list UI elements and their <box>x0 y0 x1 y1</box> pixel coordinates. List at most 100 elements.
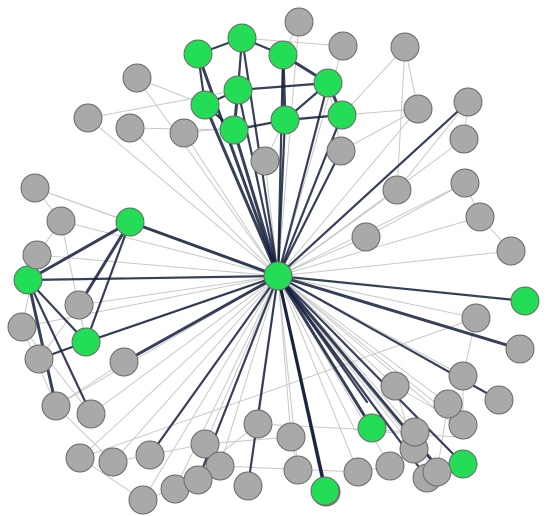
highlighted-node <box>13 265 43 295</box>
graph-node <box>41 391 71 421</box>
weak-edge <box>241 37 344 47</box>
graph-node <box>233 471 263 501</box>
strong-edge <box>232 128 280 278</box>
graph-node <box>276 422 306 452</box>
weak-edge <box>396 101 469 191</box>
strong-edge <box>203 103 280 278</box>
graph-node <box>453 87 483 117</box>
graph-node <box>183 465 213 495</box>
graph-node <box>22 240 52 270</box>
weak-edge <box>79 317 477 459</box>
graph-node <box>433 389 463 419</box>
strong-edge <box>276 100 470 278</box>
graph-node <box>380 371 410 401</box>
strong-edge <box>276 274 328 494</box>
graph-node <box>448 410 478 440</box>
weak-edge <box>340 108 419 152</box>
strong-edge <box>26 278 58 408</box>
weak-edge <box>142 275 279 501</box>
graph-node <box>328 31 358 61</box>
weak-edge <box>21 326 92 415</box>
graph-node <box>343 457 373 487</box>
weak-edge <box>79 275 279 459</box>
highlighted-node <box>268 40 298 70</box>
graph-node <box>450 168 480 198</box>
strong-edge <box>26 274 280 282</box>
highlighted-node <box>223 75 253 105</box>
weak-edge <box>277 275 477 319</box>
highlighted-node <box>190 90 220 120</box>
graph-node <box>169 118 199 148</box>
highlighted-node <box>219 115 249 145</box>
graph-node <box>382 175 412 205</box>
weak-edge <box>129 127 279 277</box>
graph-node <box>73 103 103 133</box>
weak-edge <box>174 275 279 490</box>
weak-edge <box>277 236 367 277</box>
highlighted-node <box>115 207 145 237</box>
weak-edge <box>60 220 279 277</box>
strong-edge <box>276 274 527 303</box>
graph-node <box>64 290 94 320</box>
weak-edge <box>183 132 279 277</box>
weak-edge <box>277 250 512 277</box>
graph-node <box>122 63 152 93</box>
graph-node <box>98 447 128 477</box>
strong-edge <box>196 52 280 278</box>
strong-edge <box>84 220 132 344</box>
graph-node <box>190 429 220 459</box>
graph-node <box>505 334 535 364</box>
graph-node <box>326 136 356 166</box>
highlighted-node <box>510 286 540 316</box>
graph-node <box>400 417 430 447</box>
graph-node <box>403 94 433 124</box>
graph-node <box>351 222 381 252</box>
graph-node <box>7 312 37 342</box>
graph-node <box>109 347 139 377</box>
graph-node <box>448 361 478 391</box>
graph-node <box>465 202 495 232</box>
strong-edge <box>276 274 374 430</box>
weak-edge <box>60 220 87 343</box>
graph-node <box>20 173 50 203</box>
graph-node <box>135 440 165 470</box>
strong-edge <box>246 274 280 488</box>
graph-node <box>128 485 158 515</box>
weak-edge <box>341 46 406 116</box>
hub-node <box>263 261 293 291</box>
graph-node <box>65 443 95 473</box>
graph-node <box>375 451 405 481</box>
graph-node <box>283 455 313 485</box>
graph-node <box>484 385 514 415</box>
weak-edge <box>112 275 279 463</box>
graph-node <box>76 399 106 429</box>
strong-edge <box>276 274 465 466</box>
weak-edge <box>36 254 279 277</box>
strong-edge <box>276 149 343 278</box>
strong-edge <box>26 278 93 416</box>
weak-edge <box>365 182 466 238</box>
graph-node <box>449 124 479 154</box>
weak-edge <box>277 275 292 438</box>
highlighted-node <box>270 105 300 135</box>
graph-node <box>422 457 452 487</box>
weak-edge <box>219 275 279 467</box>
weak-edge <box>204 275 279 445</box>
weak-edge <box>34 187 131 223</box>
highlighted-node <box>327 100 357 130</box>
graph-node <box>46 206 76 236</box>
strong-edge <box>276 81 330 278</box>
highlighted-node <box>313 68 343 98</box>
graph-node <box>496 236 526 266</box>
highlighted-node <box>448 449 478 479</box>
graph-node <box>390 32 420 62</box>
graph-node <box>250 146 280 176</box>
strong-edge <box>122 274 280 364</box>
weak-edge <box>90 275 279 415</box>
highlighted-node <box>71 327 101 357</box>
weak-edge <box>136 77 279 277</box>
weak-edge <box>277 189 398 277</box>
strong-edge <box>84 274 280 344</box>
graph-node <box>24 344 54 374</box>
